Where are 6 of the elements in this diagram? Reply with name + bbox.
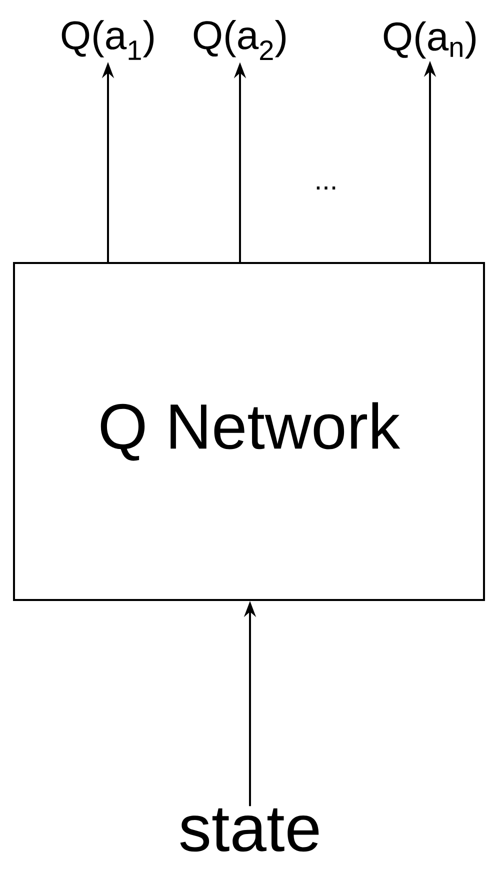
input-label: state: [180, 808, 319, 852]
output-label: Q(a$_{n}$): [384, 21, 476, 59]
ellipsis: ...: [316, 186, 336, 190]
output-label: Q(a$_{2}$): [194, 20, 286, 60]
output-label: Q(a$_{1}$): [62, 20, 154, 60]
network-box: Q Network: [13, 262, 485, 601]
